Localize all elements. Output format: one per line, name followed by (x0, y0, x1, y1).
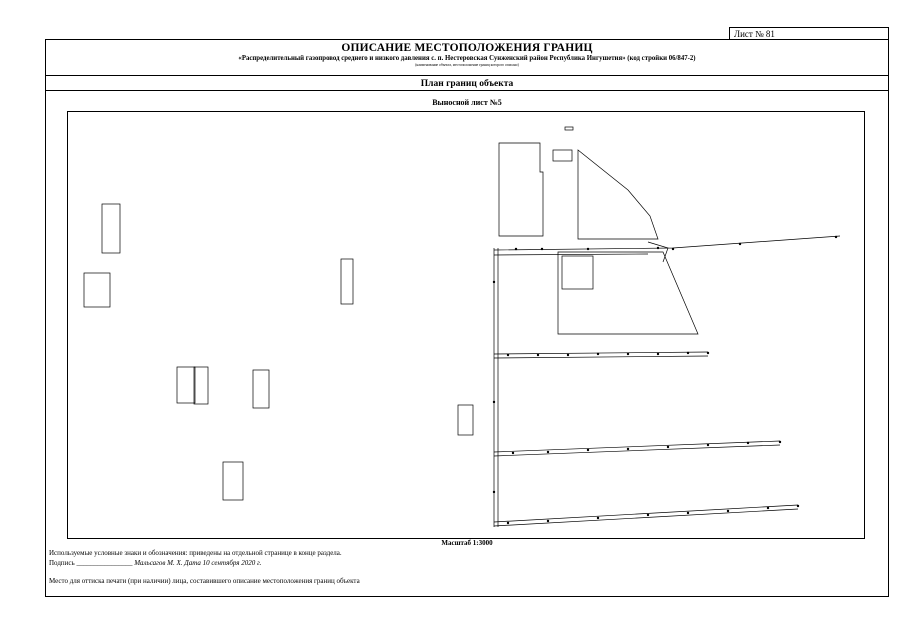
parcel-5 (557, 251, 699, 335)
building-4 (176, 366, 196, 404)
signature-blank: ________________ (76, 559, 133, 567)
signature-label: Подпись (49, 559, 75, 567)
plan-title: План границ объекта (46, 77, 888, 91)
parcel-1 (498, 142, 544, 237)
stamp-note: Место для оттиска печати (при наличии) л… (49, 577, 360, 585)
pipeline-row-2b (493, 444, 781, 457)
building-6 (252, 369, 270, 409)
building-7 (457, 404, 474, 436)
pipeline-top-2 (493, 253, 649, 256)
pipeline-row-3b (493, 508, 799, 527)
signer-name: Мальсагов М. Х. (134, 559, 183, 567)
pipeline-branch (647, 241, 669, 263)
document-frame: ОПИСАНИЕ МЕСТОПОЛОЖЕНИЯ ГРАНИЦ «Распреде… (45, 39, 889, 597)
marker (564, 126, 574, 131)
building-2 (83, 272, 111, 308)
building-3 (340, 258, 354, 305)
map-drawing (83, 126, 841, 527)
date-label: Дата (184, 559, 201, 567)
building-1 (101, 203, 121, 254)
boundary-map (67, 111, 865, 539)
object-name: «Распределительный газопровод среднего и… (238, 55, 696, 62)
building-5 (193, 366, 209, 405)
parcel-2 (552, 149, 573, 162)
signature-date: 10 сентября 2020 г. (202, 559, 262, 567)
pipeline-row-2 (493, 440, 781, 453)
pipeline-row-3 (493, 504, 799, 523)
sheet-caption: Выносной лист №5 (432, 98, 502, 107)
legend-note: Используемые условные знаки и обозначени… (49, 549, 342, 557)
header: ОПИСАНИЕ МЕСТОПОЛОЖЕНИЯ ГРАНИЦ «Распреде… (46, 40, 888, 76)
parcel-4 (561, 255, 594, 290)
object-caption: (наименование объекта, местоположение гр… (415, 63, 519, 67)
pipeline-row-1 (493, 351, 709, 355)
scale-label: Масштаб 1:3000 (441, 539, 493, 547)
building-8 (222, 461, 244, 501)
signature-line: Подпись ________________ Мальсагов М. Х.… (49, 559, 261, 567)
document-title: ОПИСАНИЕ МЕСТОПОЛОЖЕНИЯ ГРАНИЦ (341, 42, 593, 54)
parcel-3 (577, 149, 659, 240)
pipeline-row-1b (493, 355, 709, 359)
